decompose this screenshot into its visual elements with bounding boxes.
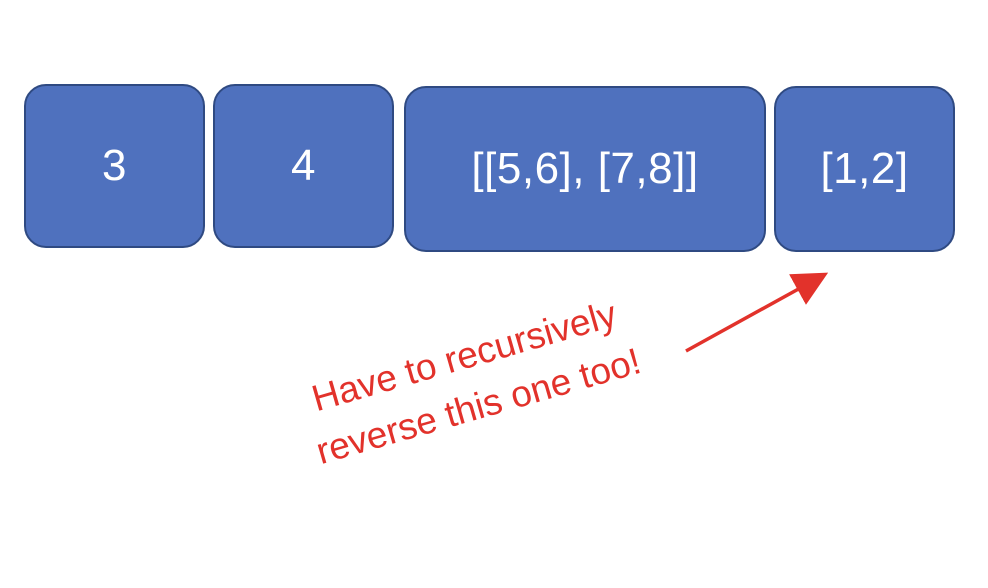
element-box-pair-list: [1,2] — [774, 86, 955, 252]
annotation-text: Have to recursively reverse this one too… — [236, 268, 707, 495]
element-box-label: 3 — [102, 141, 127, 190]
element-box-label: 4 — [291, 141, 316, 190]
element-box-label: [[5,6], [7,8]] — [471, 144, 699, 193]
element-box-4: 4 — [213, 84, 394, 248]
element-box-label: [1,2] — [820, 144, 909, 193]
element-box-3: 3 — [24, 84, 205, 248]
arrow-line — [685, 272, 829, 353]
element-box-nested-list: [[5,6], [7,8]] — [404, 86, 766, 252]
